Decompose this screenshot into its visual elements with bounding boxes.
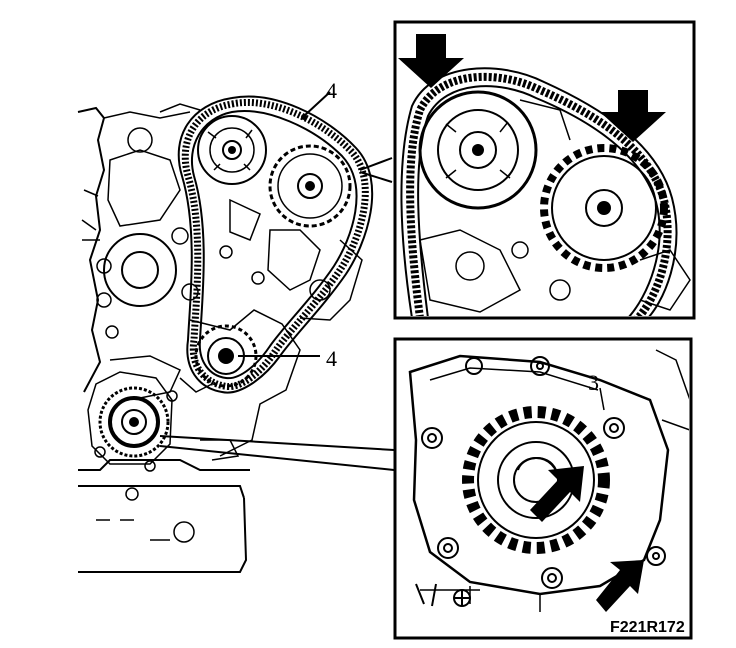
down-arrow-icon [600,90,666,142]
figure-code: F221R172 [610,619,685,636]
down-arrow-icon [398,34,464,88]
camshaft-sprocket [197,115,267,185]
roller-callout-label: 4 [326,346,337,371]
belt-callout-label: 4 [326,78,337,103]
arrow-icon [596,560,644,612]
water-pump-sprocket [94,386,178,472]
pump-callout-label: 3 [588,370,599,395]
detail-view-sprockets [393,20,696,320]
pump-sprocket [268,144,352,228]
detail-view-water-pump [393,337,693,640]
engine-block-drawing [77,91,395,573]
arrow-icon [530,466,584,522]
